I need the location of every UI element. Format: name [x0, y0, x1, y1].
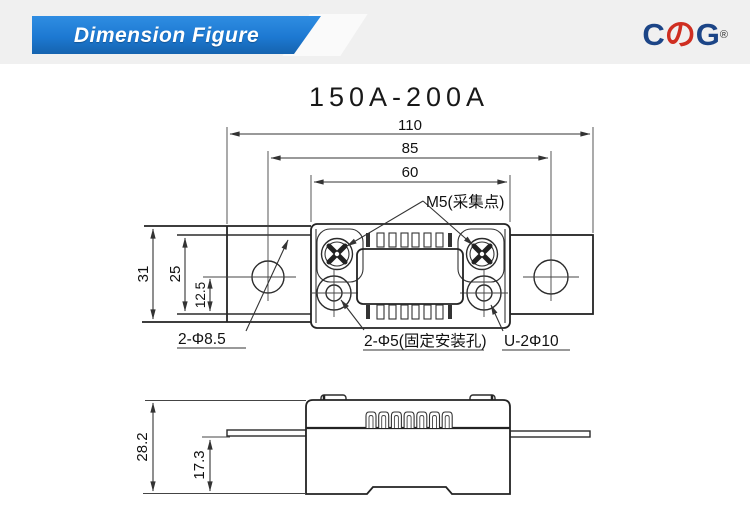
- dim-hole-offset: 12.5: [193, 276, 241, 312]
- svg-text:2-Φ5(固定安装孔): 2-Φ5(固定安装孔): [364, 332, 487, 350]
- logo-letter-no: の: [664, 17, 696, 52]
- dim-hole-spacing: 85: [267, 140, 552, 301]
- logo-letter-g: G: [695, 17, 720, 52]
- pin-comb: [365, 411, 453, 428]
- dim-overall-height: 31: [135, 228, 156, 320]
- dim-28-2-value: 28.2: [134, 432, 151, 461]
- dim-tab-width: 25: [167, 237, 188, 312]
- m5-screw-left-icon: [320, 237, 354, 271]
- dim-110-value: 110: [398, 117, 422, 134]
- svg-text:M5(采集点): M5(采集点): [426, 193, 504, 211]
- logo-letter-c: C: [642, 17, 665, 52]
- label-left-holes: 2-Φ8.5: [177, 239, 289, 349]
- dim-17-3-value: 17.3: [191, 450, 208, 479]
- label-sense-screws: M5(采集点): [346, 193, 504, 247]
- dim-overall-width: 110: [226, 117, 594, 233]
- figure-title: 150A-200A: [308, 82, 490, 112]
- registered-mark: ®: [719, 29, 728, 41]
- page-header: Dimension Figure CのG®: [0, 0, 750, 64]
- title-banner: Dimension Figure: [32, 16, 321, 54]
- dim-31-value: 31: [135, 266, 152, 283]
- vent-slots-bottom: [366, 304, 452, 320]
- top-view: 110 85 60 31 25 12.5: [135, 117, 594, 351]
- dim-60-value: 60: [402, 164, 419, 181]
- label-fixing-holes: 2-Φ5(固定安装孔): [340, 299, 487, 351]
- dim-side-overall-height: 28.2: [134, 400, 306, 494]
- banner-title-text: Dimension Figure: [73, 24, 260, 47]
- dim-85-value: 85: [402, 140, 419, 157]
- dim-body-width: 60: [310, 164, 511, 222]
- label-u-slots: U-2Φ10: [490, 304, 570, 351]
- brand-logo: CのG®: [642, 17, 728, 52]
- vent-slots-top: [366, 232, 452, 248]
- fixing-hole-right: [460, 269, 508, 317]
- dim-25-value: 25: [167, 266, 184, 283]
- fixing-hole-left: [310, 269, 358, 317]
- side-view: 28.2 17.3: [134, 394, 591, 495]
- svg-text:2-Φ8.5: 2-Φ8.5: [178, 331, 226, 348]
- svg-text:U-2Φ10: U-2Φ10: [504, 333, 559, 350]
- m5-screw-right-icon: [465, 237, 499, 271]
- dim-12-5-value: 12.5: [193, 282, 208, 308]
- dim-terminal-height: 17.3: [191, 436, 230, 492]
